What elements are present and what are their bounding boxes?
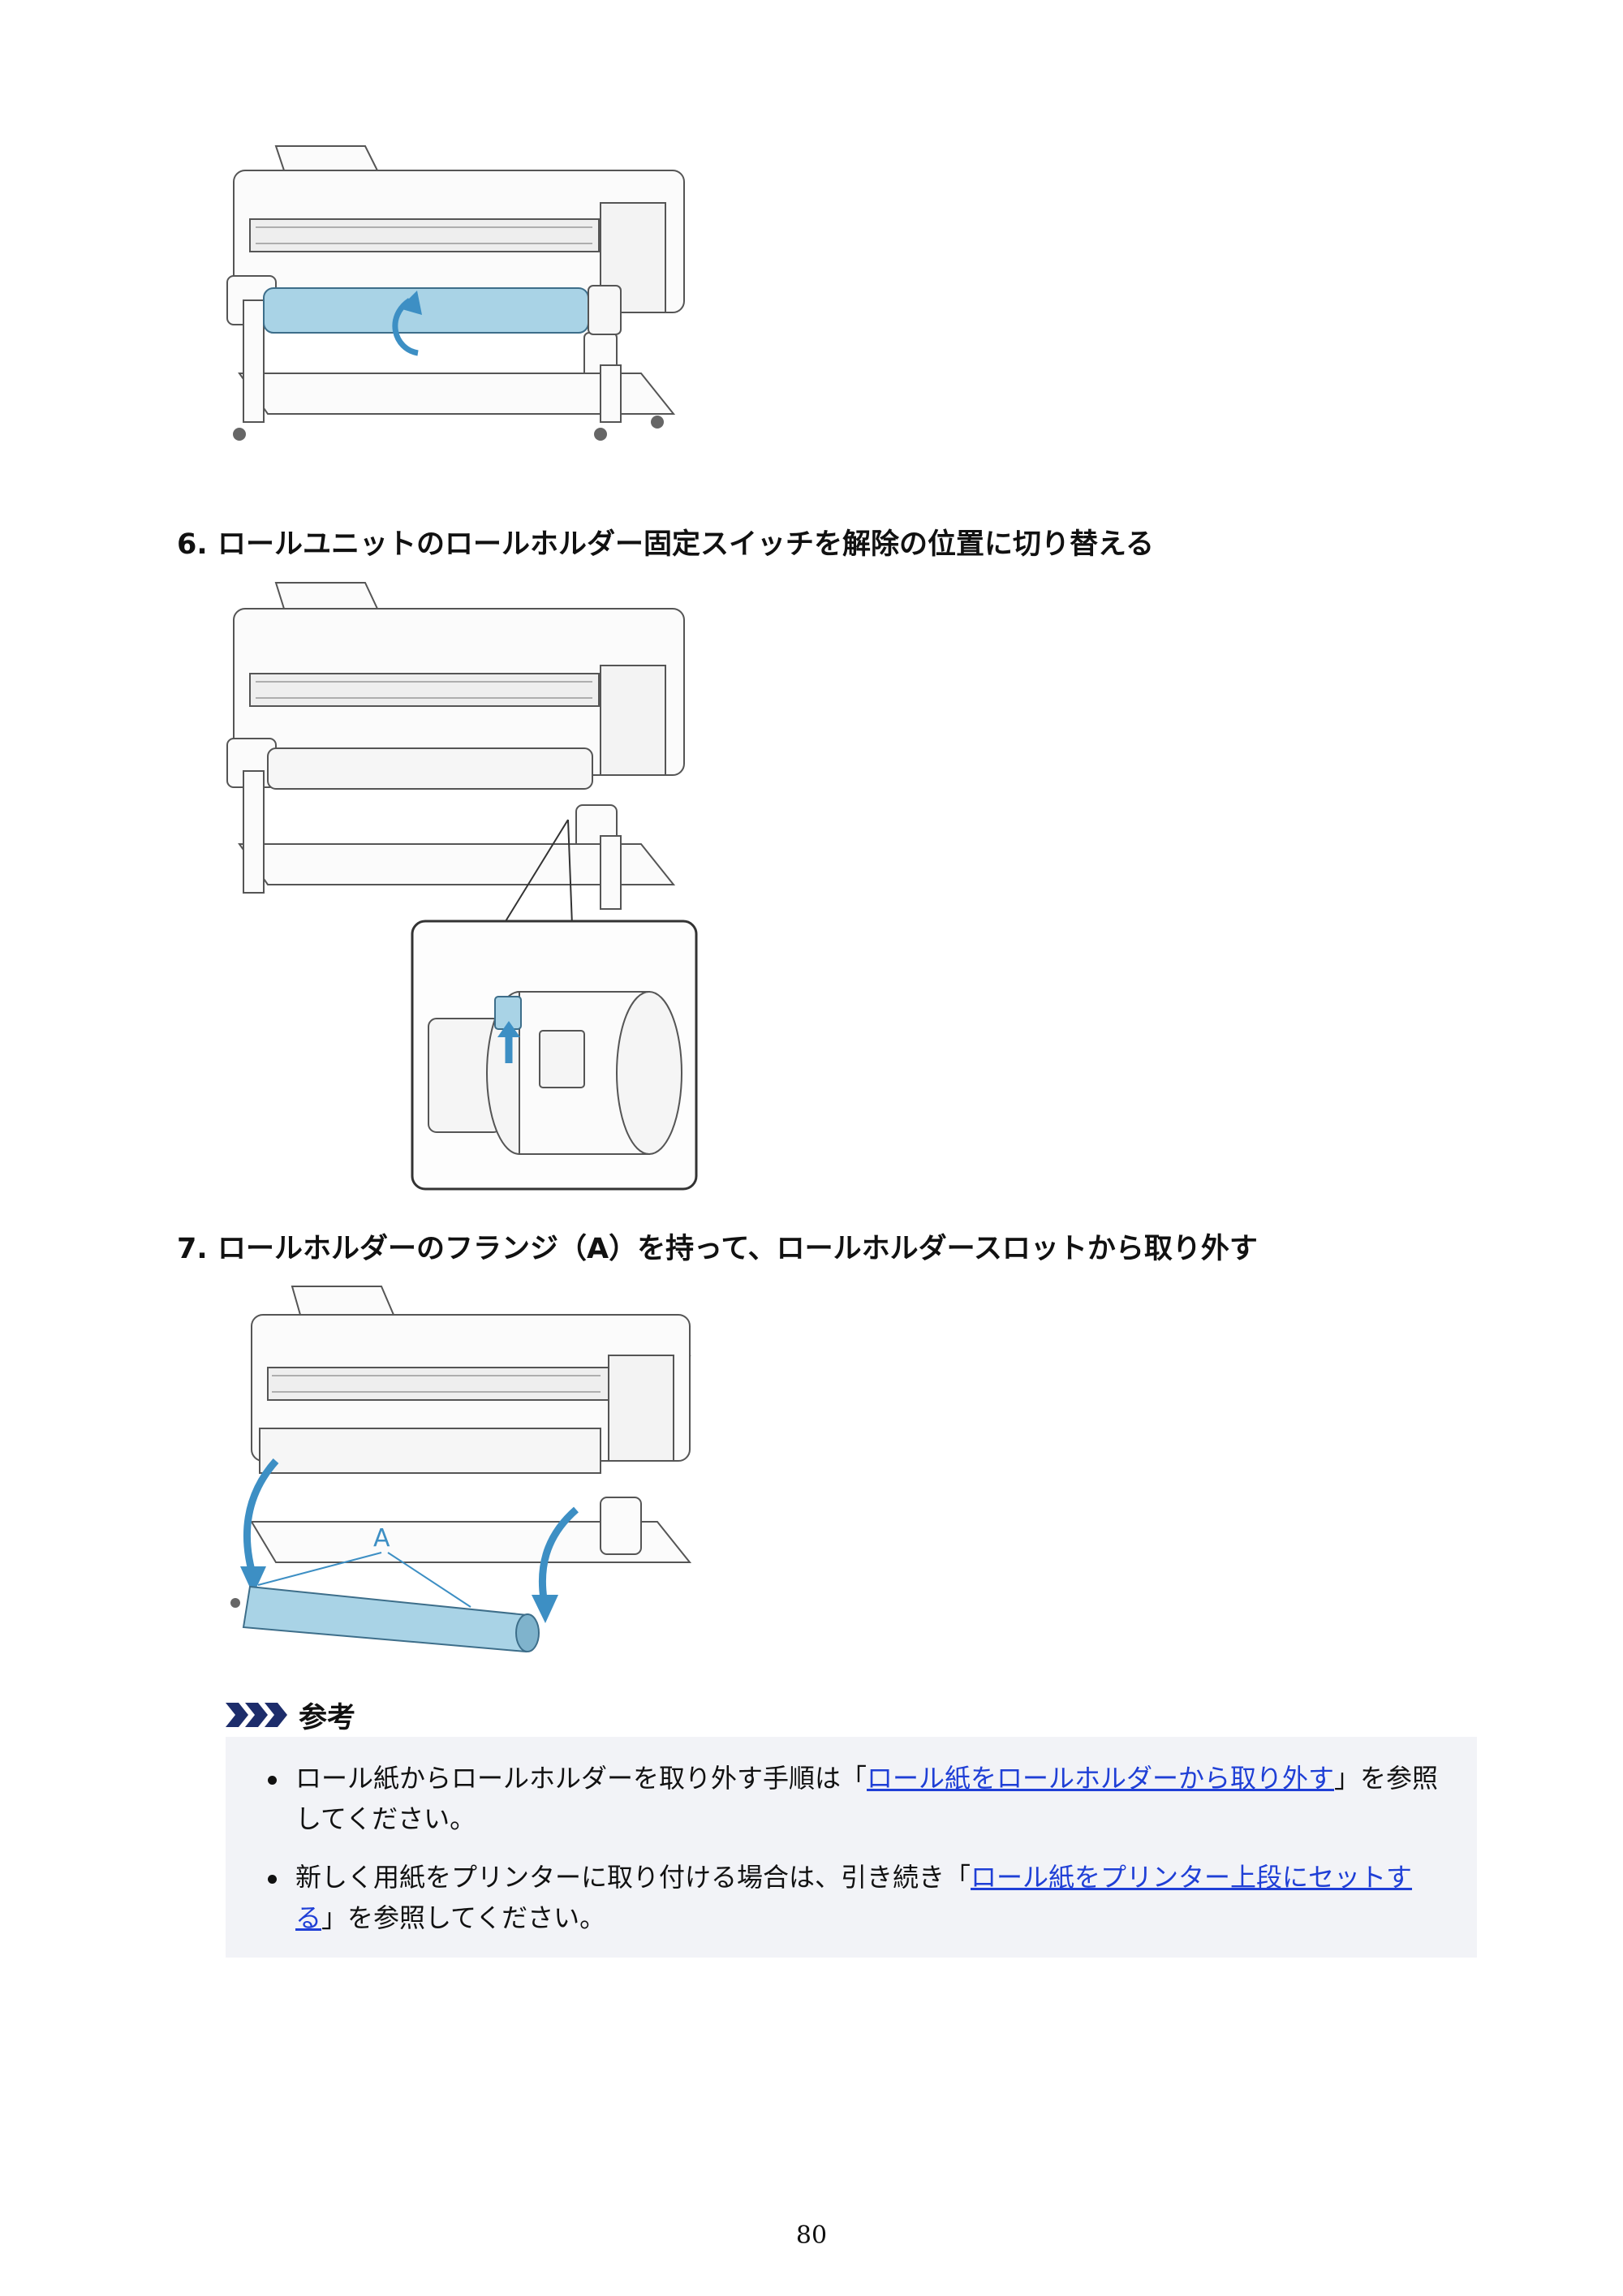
step-text: ロールユニットのロールホルダー固定スイッチを解除の位置に切り替える: [217, 528, 1154, 561]
figure-holder-lock-switch: [219, 576, 714, 1201]
step-text: ロールホルダーのフランジ（A）を持って、ロールホルダースロットから取り外す: [217, 1233, 1258, 1265]
note-item: 新しく用紙をプリンターに取り付ける場合は、引き続き「ロール紙をプリンター上段にセ…: [256, 1857, 1449, 1938]
bullet: [268, 1875, 277, 1884]
link-remove-roll-from-holder[interactable]: ロール紙をロールホルダーから取り外す: [867, 1763, 1335, 1794]
figure-remove-roll-holder: A: [219, 1278, 706, 1668]
note-text: 」を参照してください。: [295, 1763, 1439, 1834]
note-item: ロール紙からロールホルダーを取り外す手順は「ロール紙をロールホルダーから取り外す…: [256, 1758, 1449, 1839]
note-box: ロール紙からロールホルダーを取り外す手順は「ロール紙をロールホルダーから取り外す…: [226, 1737, 1477, 1958]
figure-printer-roll-lift: [219, 106, 706, 463]
note-text: ロール紙からロールホルダーを取り外す手順は「: [295, 1763, 867, 1794]
link-load-roll-upper[interactable]: ロール紙をプリンター上段にセットする: [295, 1862, 1413, 1933]
callout-a: A: [373, 1524, 390, 1553]
note-list: ロール紙からロールホルダーを取り外す手順は「ロール紙をロールホルダーから取り外す…: [256, 1758, 1449, 1956]
step-number: 7.: [177, 1233, 208, 1265]
note-header: 参考: [226, 1696, 355, 1734]
step-number: 6.: [177, 528, 208, 561]
triple-chevron-icon: [226, 1703, 287, 1727]
step-7: 7. ロールホルダーのフランジ（A）を持って、ロールホルダースロットから取り外す: [177, 1226, 1258, 1267]
note-title: 参考: [299, 1701, 356, 1734]
page-number: 80: [795, 2221, 828, 2250]
note-text: 新しく用紙をプリンターに取り付ける場合は、引き続き「: [295, 1862, 971, 1893]
note-text: 」を参照してください。: [321, 1902, 606, 1933]
bullet: [268, 1776, 277, 1785]
step-6: 6. ロールユニットのロールホルダー固定スイッチを解除の位置に切り替える: [177, 521, 1154, 562]
